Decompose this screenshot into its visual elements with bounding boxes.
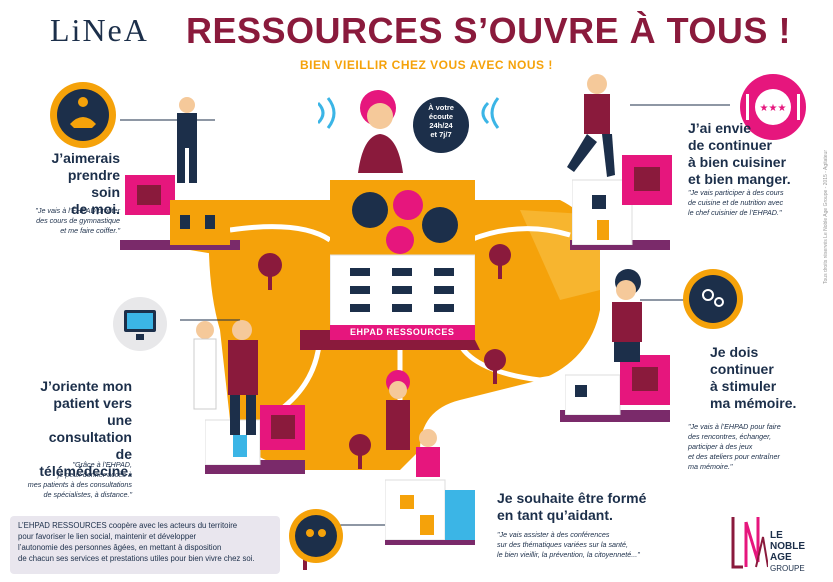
info-text: L’EHPAD RESSOURCES coopère avec les acte… <box>18 521 255 563</box>
house-bottom <box>385 479 475 540</box>
telemedecine-quote: "Grâce à l’EHPAD, je peux donner accès à… <box>27 460 132 499</box>
brain-gears-icon <box>683 269 743 329</box>
person-walking-left <box>177 97 197 183</box>
shadow-right-top <box>570 240 670 250</box>
soin-quote: "Je vais à l’EHPAD profiter des cours de… <box>35 206 120 235</box>
operator-illustration <box>318 90 500 173</box>
tree-3 <box>484 349 506 384</box>
memoire-quote: "Je vais à l’EHPAD pour faire des rencon… <box>688 422 781 471</box>
house-top-right <box>572 155 672 245</box>
cuisine-heading: J’ai envie de continuer à bien cuisiner … <box>688 120 791 187</box>
telemedicine-screen-icon <box>113 297 167 351</box>
house-middle-right <box>565 355 670 415</box>
caregiver-people <box>386 370 440 477</box>
credit-text: Tous droits réservés Le Noble Age Groupe… <box>823 150 829 284</box>
aidant-quote: "Je vais assister à des conférences sur … <box>497 530 640 559</box>
info-box <box>10 516 280 574</box>
page-title: RESSOURCES S’OUVRE À TOUS ! <box>186 10 791 51</box>
tree-1 <box>258 253 282 290</box>
cutlery-stars-icon: ★★★ <box>740 74 806 140</box>
aidant-heading: Je souhaite être formé en tant qu’aidant… <box>497 490 647 523</box>
cuisine-quote: "Je vais participer à des cours de cuisi… <box>688 188 784 217</box>
woman-with-cup <box>612 269 642 362</box>
person-running-right <box>567 74 615 177</box>
house-top-left <box>125 175 230 245</box>
conference-icon <box>289 509 343 563</box>
callout-bubble <box>413 97 469 153</box>
page-subtitle: BIEN VIEILLIR CHEZ VOUS AVEC NOUS ! <box>300 58 553 72</box>
ehpad-label: EHPAD RESSOURCES <box>350 327 455 337</box>
ehpad-building <box>330 180 475 340</box>
soin-heading: J’aimerais prendre soin de moi. <box>51 150 121 217</box>
meditation-icon <box>50 82 116 148</box>
brand-name: LE NOBLE AGE GROUPE <box>770 530 805 573</box>
svg-text:★★★: ★★★ <box>760 103 787 114</box>
noble-age-logo-icon <box>731 517 768 569</box>
doctor-and-patient <box>193 320 258 435</box>
shadow-bottom <box>385 535 475 545</box>
path-right <box>469 226 571 243</box>
linea-logo: LiNeA <box>50 12 149 48</box>
memoire-heading: Je dois continuer à stimuler ma mémoire. <box>710 344 797 411</box>
tree-4 <box>349 434 371 469</box>
callout-text: À votre écoute 24h/24 et 7j/7 <box>428 103 454 139</box>
path-top <box>229 224 332 243</box>
shadow-left-top <box>120 240 240 250</box>
telemedecine-heading: J’oriente mon patient vers une consultat… <box>39 378 132 479</box>
tree-2 <box>489 244 511 279</box>
